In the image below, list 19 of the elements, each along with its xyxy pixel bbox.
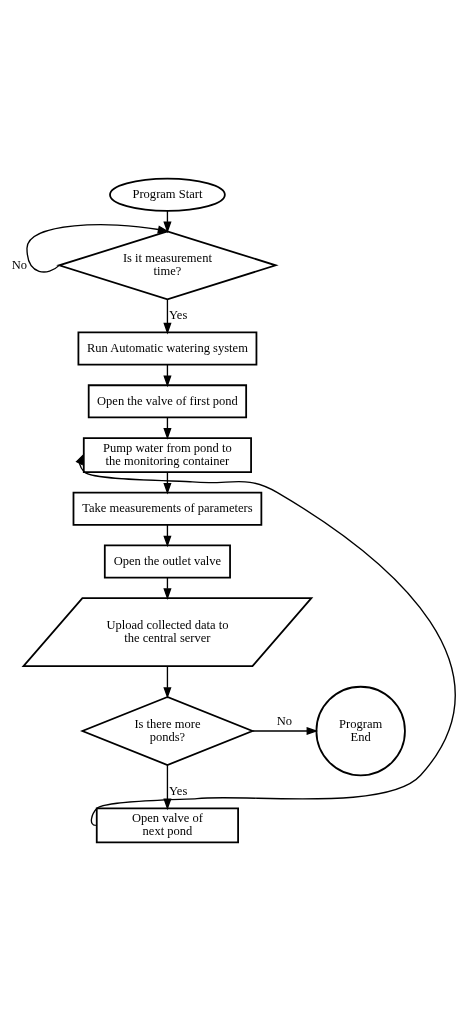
node-box: Pump water from pond to the monitoring container xyxy=(82,436,252,473)
node-box: Take measurements of parameters xyxy=(72,491,263,526)
node-circle: Program End xyxy=(315,685,406,776)
node-box: Run Automatic watering system xyxy=(77,331,258,366)
edge-label: No xyxy=(11,257,28,272)
edge-label: Yes xyxy=(169,307,188,322)
edge-label: Yes xyxy=(169,783,188,798)
node-ellipse: Program Start xyxy=(109,177,226,212)
arrow xyxy=(75,452,456,826)
arrow xyxy=(26,223,170,273)
node-diamond: Is there more ponds? xyxy=(80,695,255,766)
edge-label: No xyxy=(276,713,293,728)
node-box: Open the valve of first pond xyxy=(87,383,248,418)
node-diamond: Is it measurement time? xyxy=(56,229,279,300)
node-box: Open the outlet valve xyxy=(103,544,231,578)
node-box: Open valve of next pond xyxy=(95,807,239,843)
arrow xyxy=(251,726,319,735)
arrow xyxy=(163,298,172,334)
arrow xyxy=(163,665,172,699)
